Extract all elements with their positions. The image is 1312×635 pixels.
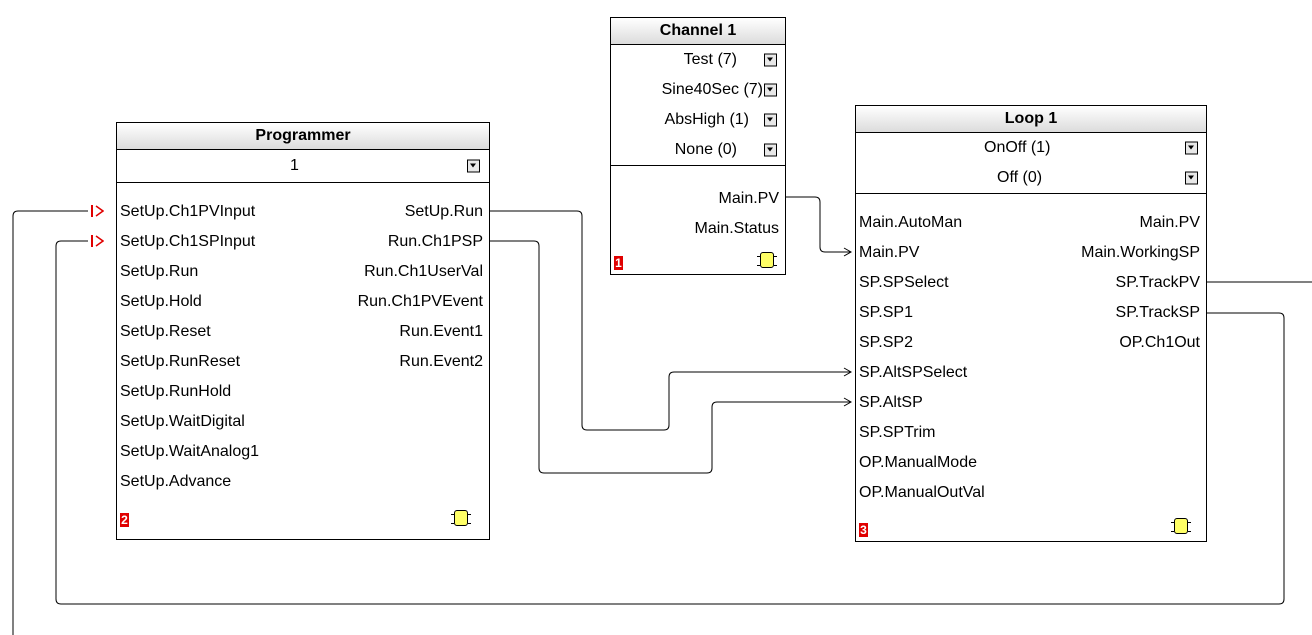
input-connector-icon	[91, 235, 104, 247]
loop-input-6[interactable]: SP.AltSP	[859, 394, 923, 411]
dropdown-arrow-icon[interactable]	[467, 159, 480, 173]
loop-divider	[856, 193, 1206, 194]
wire-psp-to-altsp	[490, 240, 851, 474]
channel-title: Channel 1	[611, 18, 785, 45]
programmer-output-5[interactable]: Run.Event2	[399, 353, 483, 370]
programmer-param-0[interactable]: 1	[117, 150, 489, 182]
programmer-output-0[interactable]: SetUp.Run	[404, 203, 483, 220]
programmer-block[interactable]: Programmer 1 SetUp.Ch1PVInput SetUp.Ch1S…	[116, 122, 490, 540]
channel-block-number: 1	[614, 256, 623, 270]
channel-param-3[interactable]: None (0)	[611, 135, 785, 165]
loop-input-4[interactable]: SP.SP2	[859, 334, 913, 351]
programmer-block-number: 2	[120, 513, 129, 527]
channel-param-2[interactable]: AbsHigh (1)	[611, 105, 785, 135]
programmer-input-5[interactable]: SetUp.RunReset	[120, 353, 241, 370]
loop-param-0[interactable]: OnOff (1)	[856, 133, 1206, 163]
loop-output-3[interactable]: SP.TrackSP	[1115, 304, 1200, 321]
dropdown-arrow-icon[interactable]	[1185, 171, 1198, 185]
channel-param-1[interactable]: Sine40Sec (7)	[611, 75, 785, 105]
channel-output-main-status[interactable]: Main.Status	[694, 220, 779, 237]
programmer-output-4[interactable]: Run.Event1	[399, 323, 483, 340]
programmer-input-0[interactable]: SetUp.Ch1PVInput	[120, 203, 256, 220]
loop-param-label: OnOff (1)	[984, 139, 1051, 156]
loop-block-number: 3	[859, 523, 868, 537]
loop-input-2[interactable]: SP.SPSelect	[859, 274, 949, 291]
loop-output-1[interactable]: Main.WorkingSP	[1081, 244, 1200, 261]
channel-block[interactable]: Channel 1 Test (7) Sine40Sec (7) AbsHigh…	[610, 17, 786, 275]
channel-param-label: AbsHigh (1)	[664, 111, 749, 128]
wire-run-to-altspselect	[490, 210, 851, 431]
channel-param-label: Test (7)	[683, 51, 737, 68]
programmer-input-2[interactable]: SetUp.Run	[120, 263, 199, 280]
loop-input-1[interactable]: Main.PV	[859, 244, 920, 261]
channel-param-label: None (0)	[674, 141, 737, 158]
programmer-output-3[interactable]: Run.Ch1PVEvent	[357, 293, 483, 310]
loop-block[interactable]: Loop 1 OnOff (1) Off (0) Main.AutoMan Ma…	[855, 105, 1207, 542]
wire-external-to-pvinput	[12, 210, 88, 635]
chip-icon	[1171, 518, 1191, 534]
loop-output-4[interactable]: OP.Ch1Out	[1119, 334, 1200, 351]
wire-channel-pv-to-loop-pv	[786, 196, 851, 253]
loop-input-8[interactable]: OP.ManualMode	[859, 454, 977, 471]
channel-output-main-pv[interactable]: Main.PV	[718, 190, 779, 207]
loop-title: Loop 1	[856, 106, 1206, 133]
programmer-input-7[interactable]: SetUp.WaitDigital	[120, 413, 245, 430]
channel-divider	[611, 165, 785, 166]
programmer-output-1[interactable]: Run.Ch1PSP	[387, 233, 483, 250]
channel-param-label: Sine40Sec (7)	[661, 81, 763, 98]
programmer-input-8[interactable]: SetUp.WaitAnalog1	[120, 443, 260, 460]
loop-input-0[interactable]: Main.AutoMan	[859, 214, 963, 231]
channel-param-0[interactable]: Test (7)	[611, 45, 785, 75]
dropdown-arrow-icon[interactable]	[764, 83, 777, 97]
dropdown-arrow-icon[interactable]	[764, 143, 777, 157]
dropdown-arrow-icon[interactable]	[1185, 141, 1198, 155]
loop-output-0[interactable]: Main.PV	[1139, 214, 1200, 231]
programmer-input-6[interactable]: SetUp.RunHold	[120, 383, 232, 400]
programmer-input-4[interactable]: SetUp.Reset	[120, 323, 211, 340]
loop-param-1[interactable]: Off (0)	[856, 163, 1206, 193]
programmer-title: Programmer	[117, 123, 489, 150]
programmer-input-1[interactable]: SetUp.Ch1SPInput	[120, 233, 256, 250]
chip-icon	[451, 510, 471, 526]
loop-input-9[interactable]: OP.ManualOutVal	[859, 484, 985, 501]
wire-tracksp-to-spinput	[55, 240, 1285, 605]
loop-param-label: Off (0)	[997, 169, 1043, 186]
programmer-input-9[interactable]: SetUp.Advance	[120, 473, 232, 490]
dropdown-arrow-icon[interactable]	[764, 113, 777, 127]
loop-input-3[interactable]: SP.SP1	[859, 304, 913, 321]
programmer-input-3[interactable]: SetUp.Hold	[120, 293, 202, 310]
loop-input-5[interactable]: SP.AltSPSelect	[859, 364, 968, 381]
programmer-output-2[interactable]: Run.Ch1UserVal	[364, 263, 483, 280]
dropdown-arrow-icon[interactable]	[764, 53, 777, 67]
chip-icon	[757, 252, 777, 268]
programmer-param-label: 1	[290, 157, 299, 174]
programmer-divider	[117, 182, 489, 183]
input-connector-icon	[91, 205, 104, 217]
loop-input-7[interactable]: SP.SPTrim	[859, 424, 936, 441]
loop-output-2[interactable]: SP.TrackPV	[1115, 274, 1200, 291]
